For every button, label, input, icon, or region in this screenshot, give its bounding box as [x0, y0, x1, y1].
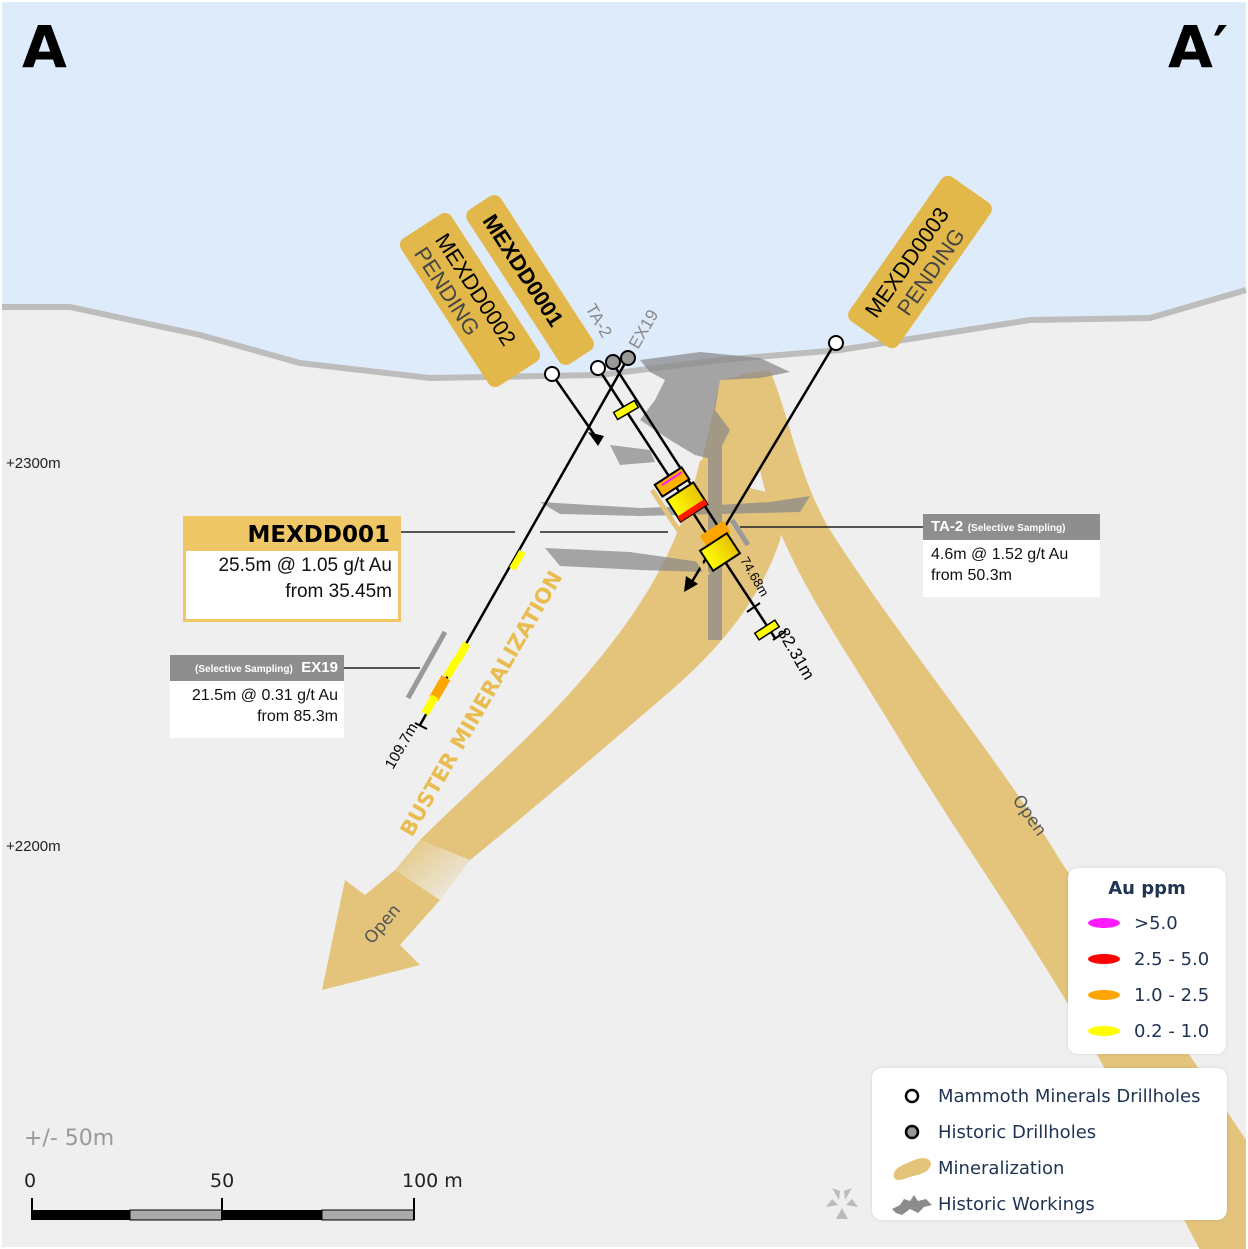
legend-label: Historic Workings — [938, 1193, 1095, 1215]
eoh-tick — [746, 602, 761, 613]
symbol-legend-item: Mammoth Minerals Drillholes — [890, 1078, 1227, 1114]
callout-note: (Selective Sampling) — [967, 523, 1066, 534]
au-legend-item: 1.0 - 2.5 — [1088, 977, 1226, 1013]
legend-label: 0.2 - 1.0 — [1134, 1020, 1210, 1042]
assay-interval — [698, 531, 742, 573]
historic-drillhole-icon — [890, 1121, 938, 1143]
arrow-icon — [684, 576, 698, 592]
legend-label: 2.5 - 5.0 — [1134, 948, 1210, 970]
legend-label: >5.0 — [1134, 912, 1178, 934]
callout-note: (Selective Sampling) — [195, 664, 293, 675]
symbol-legend-item: Historic Workings — [890, 1186, 1227, 1222]
assay-interval — [753, 619, 781, 641]
callout-line2: from 85.3m — [257, 708, 338, 725]
section-end-label: A′ — [1168, 13, 1229, 81]
company-logo-icon — [826, 1188, 858, 1219]
legend-label: 1.0 - 2.5 — [1134, 984, 1210, 1006]
collar-mexdd0002 — [544, 366, 560, 382]
eoh-tick — [772, 630, 787, 641]
au-legend-item: 2.5 - 5.0 — [1088, 941, 1226, 977]
historic-workings — [540, 352, 810, 640]
section-start-label: A — [22, 13, 67, 81]
drillhole-trace-ta2 — [610, 361, 732, 546]
callout-header: TA-2 (Selective Sampling) — [923, 514, 1100, 540]
assay-interval-red — [677, 499, 708, 522]
callout-line1: 25.5m @ 1.05 g/t Au — [218, 555, 392, 576]
ta2-sampling-bar — [729, 518, 751, 547]
au-ppm-legend: Au ppm >5.0 2.5 - 5.0 1.0 - 2.5 0.2 - 1.0 — [1068, 868, 1226, 1054]
au-legend-item: >5.0 — [1088, 905, 1226, 941]
arrow-icon — [588, 432, 604, 446]
callout-line2: from 35.45m — [285, 581, 392, 602]
callout-title: EX19 — [301, 659, 338, 676]
scale-tick-label: 0 — [24, 1170, 37, 1192]
ex19-assay-intervals — [421, 641, 471, 716]
callout-header: (Selective Sampling) EX19 — [170, 655, 344, 681]
legend-label: Historic Drillholes — [938, 1121, 1097, 1143]
open-arrow-left — [322, 870, 440, 990]
callout-line1: 21.5m @ 0.31 g/t Au — [191, 687, 338, 704]
assay-interval — [665, 480, 709, 524]
mineralization-icon — [890, 1155, 938, 1181]
collar-mexdd0001 — [590, 360, 606, 376]
eoh-tick — [414, 722, 428, 730]
callout-ta2: TA-2 (Selective Sampling) 4.6m @ 1.52 g/… — [923, 514, 1100, 597]
au-legend-item: 0.2 - 1.0 — [1088, 1013, 1226, 1049]
assay-interval — [699, 520, 732, 548]
callout-title: TA-2 — [931, 518, 964, 535]
legend-title: Au ppm — [1108, 878, 1186, 899]
ex19-sampling-bar — [405, 630, 448, 700]
assay-interval — [509, 549, 526, 571]
grade-swatch-icon — [1088, 990, 1120, 1000]
drillhole-trace-mexdd0002 — [550, 373, 600, 441]
collar-mexdd0003 — [828, 335, 844, 351]
callout-line1: 4.6m @ 1.52 g/t Au — [931, 546, 1069, 563]
callout-ex19: (Selective Sampling) EX19 21.5m @ 0.31 g… — [170, 655, 344, 738]
legend-label: Mammoth Minerals Drillholes — [938, 1085, 1201, 1107]
collar-ex19 — [620, 350, 636, 366]
collar-ta2 — [605, 354, 621, 370]
grade-swatch-icon — [1088, 954, 1120, 964]
elevation-label: +2200m — [6, 838, 61, 855]
symbol-legend-item: Historic Drillholes — [890, 1114, 1227, 1150]
mammoth-drillhole-icon — [890, 1085, 938, 1107]
legend-label: Mineralization — [938, 1157, 1065, 1179]
grade-swatch-icon — [1088, 1026, 1120, 1036]
scale-tick-label: 100 m — [402, 1170, 463, 1192]
scale-bar — [31, 1198, 415, 1221]
assay-interval — [653, 466, 691, 498]
scale-tick-label: 50 — [210, 1170, 235, 1192]
callout-mexdd001: MEXDD001 25.5m @ 1.05 g/t Au from 35.45m — [183, 516, 401, 622]
callout-line2: from 50.3m — [931, 567, 1012, 584]
mineralization-fade — [395, 840, 470, 900]
mexdd001-interval-bar — [649, 488, 711, 577]
grade-swatch-icon — [1088, 918, 1120, 928]
callout-title: MEXDD001 — [186, 519, 398, 551]
assay-interval — [612, 399, 640, 421]
scale-tolerance: +/- 50m — [24, 1126, 115, 1151]
historic-workings-icon — [890, 1191, 938, 1217]
elevation-label: +2300m — [6, 455, 61, 472]
symbol-legend-item: Mineralization — [890, 1150, 1227, 1186]
assay-interval-high — [661, 471, 683, 486]
